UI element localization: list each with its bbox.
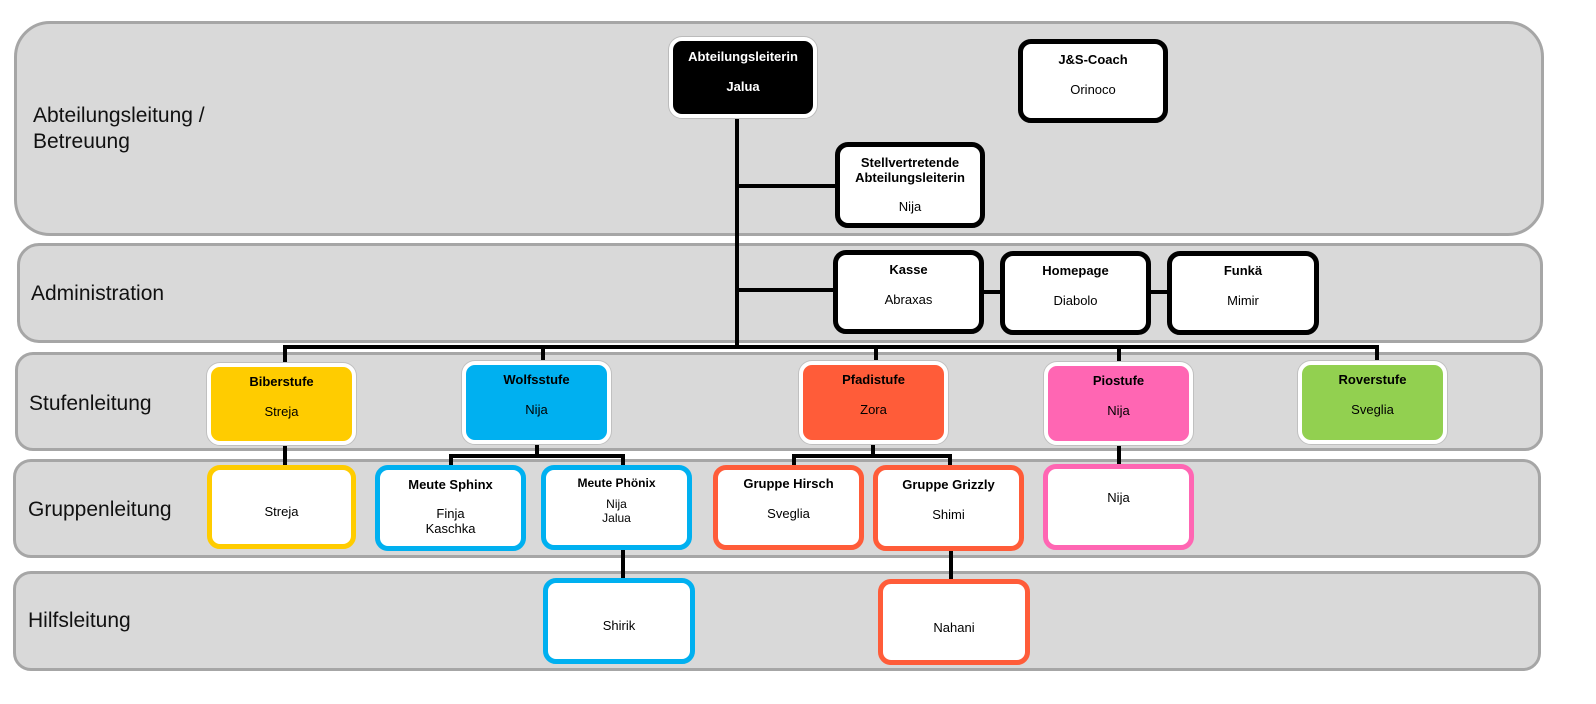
node-js-coach: J&S-Coach Orinoco [1018,39,1168,123]
node-pfadistufe: Pfadistufe Zora [799,361,948,444]
node-title: Meute Sphinx [408,477,493,492]
node-title: Wolfsstufe [503,372,570,387]
node-title: J&S-Coach [1058,52,1128,67]
node-person: Diabolo [1053,293,1098,308]
node-title: Homepage [1042,263,1109,278]
band-label-hilfsleitung: Hilfsleitung [28,609,131,632]
node-person: Nija [898,199,922,214]
node-hilfsleitung-pfadi: Nahani [878,579,1030,665]
node-person: Abraxas [884,292,933,307]
node-person: Jalua [726,79,760,94]
node-person: Sveglia [1351,402,1394,417]
node-meute-phoenix: Meute Phönix Nija Jalua [541,465,692,550]
node-gruppe-grizzly: Gruppe Grizzly Shimi [873,465,1024,551]
node-person: Mimir [1227,293,1259,308]
node-person: Nija Jalua [602,497,631,525]
node-kasse: Kasse Abraxas [833,250,984,334]
node-title: Abteilungsleiterin [688,49,798,64]
node-person: Streja [264,504,299,519]
band-label-abteilungsleitung: Abteilungsleitung / Betreuung [33,104,205,153]
node-title: Piostufe [1092,373,1145,388]
node-gruppe-biber: Streja [207,465,356,549]
node-title: Biberstufe [249,374,314,389]
node-person: Shimi [932,507,965,522]
node-person: Zora [860,402,887,417]
node-abteilungsleiterin: Abteilungsleiterin Jalua [669,37,817,118]
node-title: Kasse [889,262,928,277]
node-title: Pfadistufe [842,372,905,387]
node-person: Finja Kaschka [425,506,476,536]
band-label-administration: Administration [31,282,165,305]
node-person: Streja [264,404,299,419]
node-person: Nija [525,402,548,417]
node-roverstufe: Roverstufe Sveglia [1298,361,1447,444]
node-title: Meute Phönix [577,476,656,490]
node-title: Gruppe Grizzly [902,477,995,492]
node-piostufe: Piostufe Nija [1044,362,1193,445]
node-gruppe-hirsch: Gruppe Hirsch Sveglia [713,465,864,550]
node-meute-sphinx: Meute Sphinx Finja Kaschka [375,465,526,551]
node-homepage: Homepage Diabolo [1000,251,1151,335]
node-title: Gruppe Hirsch [743,476,834,491]
node-title: Stellvertretende Abteilungsleiterin [855,155,965,185]
node-person: Nija [1107,403,1130,418]
node-person: Nija [1107,490,1130,505]
node-title: Funkä [1223,263,1263,278]
node-stellvertretende-abteilungsleiterin: Stellvertretende Abteilungsleiterin Nija [835,142,985,228]
node-biberstufe: Biberstufe Streja [207,363,356,445]
node-hilfsleitung-wolf: Shirik [543,578,695,664]
band-label-stufenleitung: Stufenleitung [29,392,152,415]
node-wolfsstufe: Wolfsstufe Nija [462,361,611,444]
node-person: Shirik [602,618,636,633]
node-person: Sveglia [767,506,810,521]
band-label-gruppenleitung: Gruppenleitung [28,498,172,521]
node-person: Nahani [933,620,975,635]
band-hilfsleitung [13,571,1541,671]
node-person: Orinoco [1070,82,1116,97]
node-gruppe-pio: Nija [1043,464,1194,550]
node-funk: Funkä Mimir [1167,251,1319,335]
node-title: Roverstufe [1338,372,1407,387]
